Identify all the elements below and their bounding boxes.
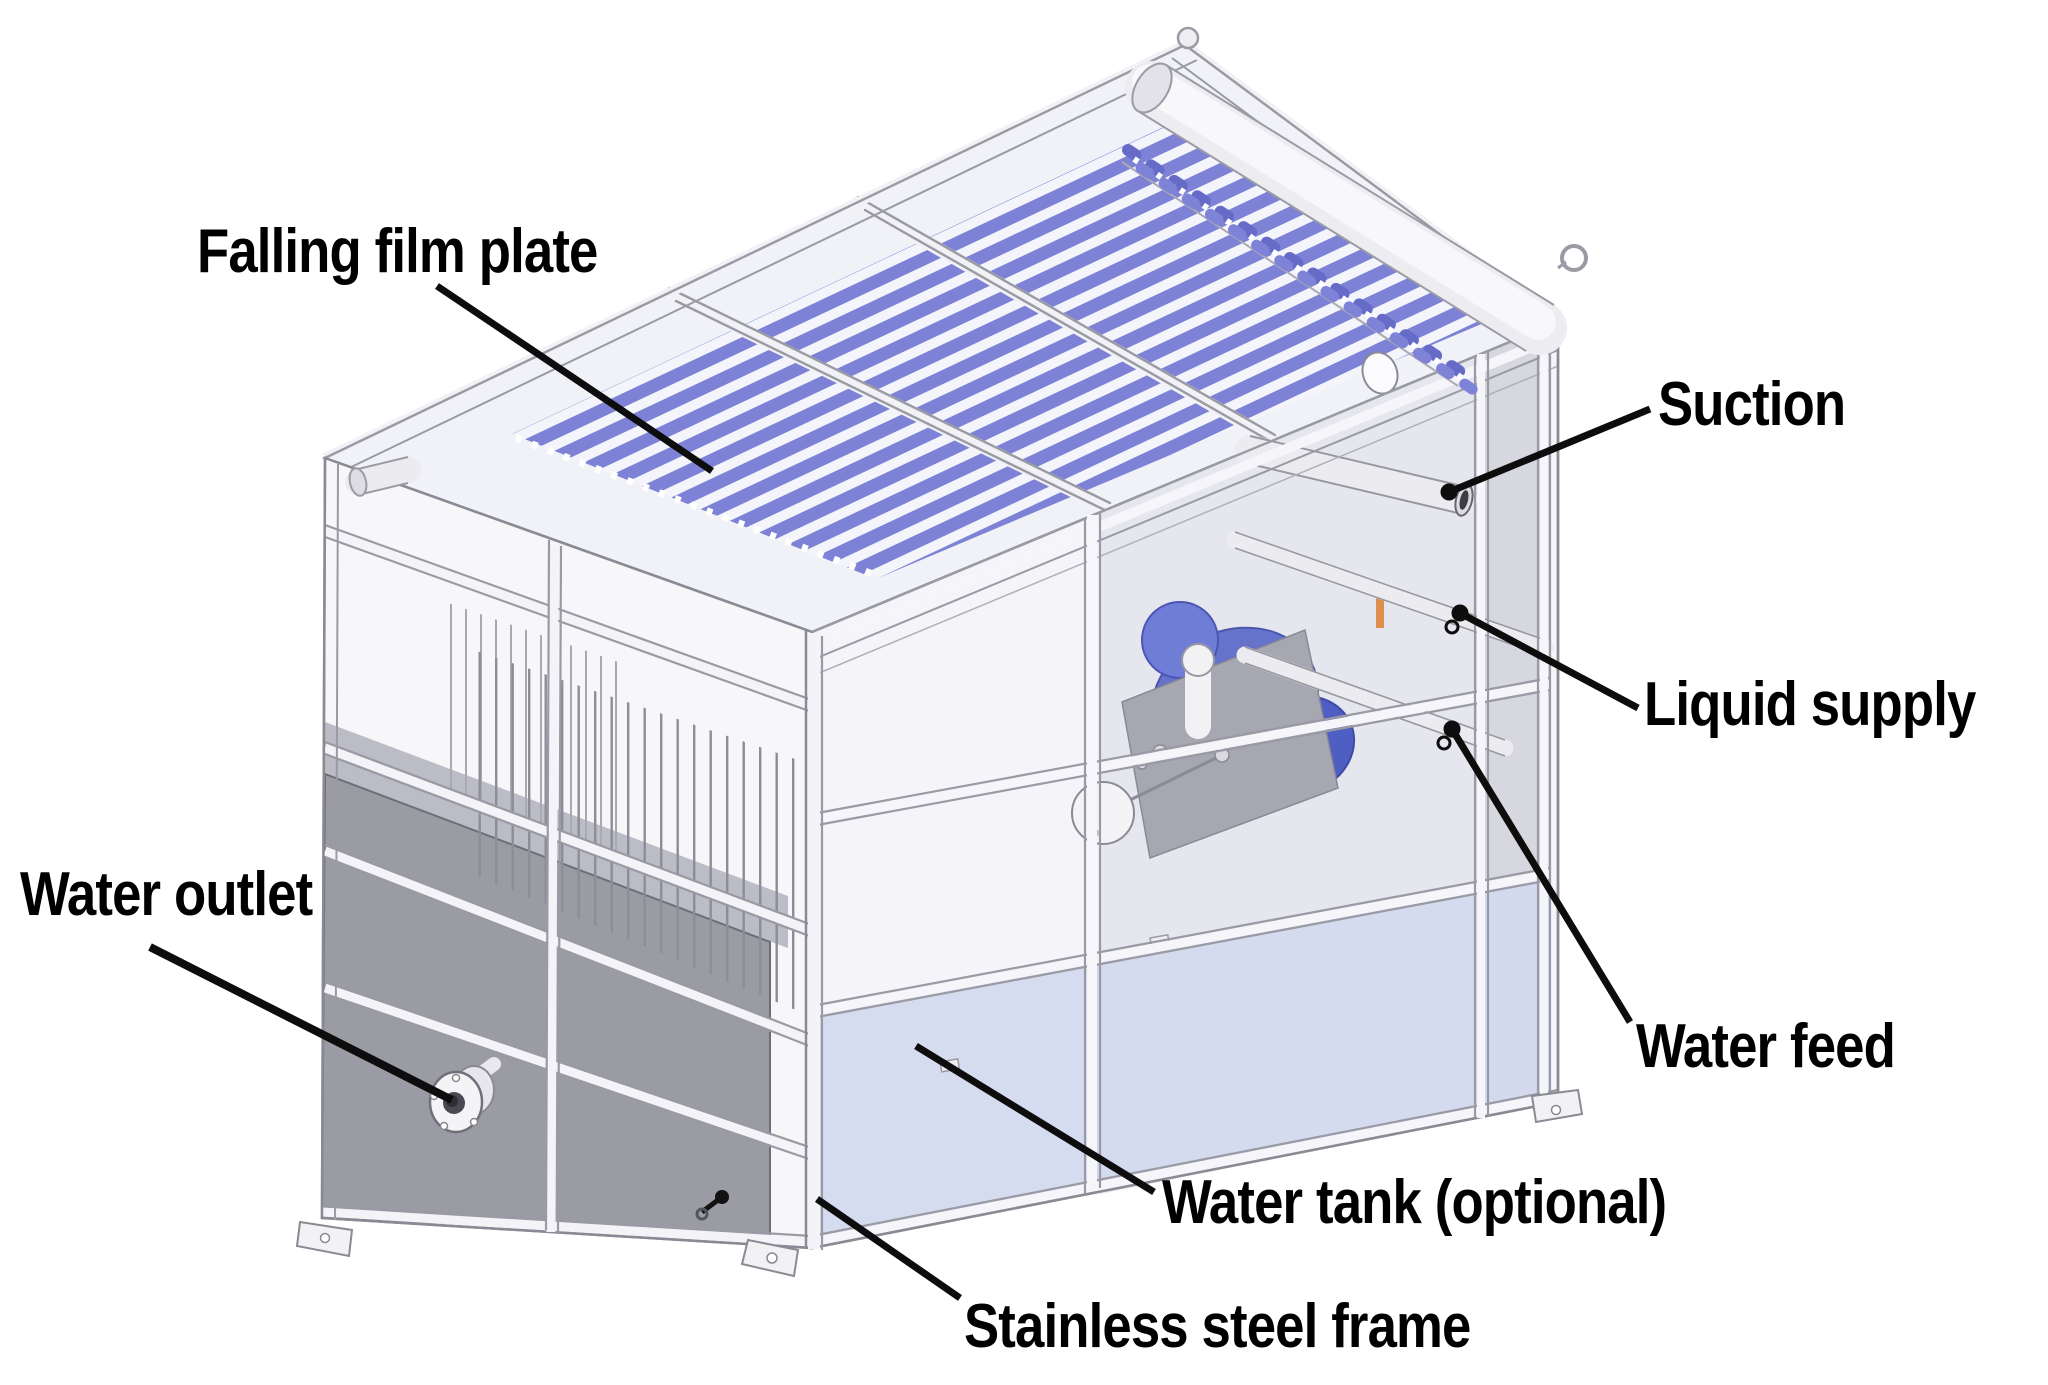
right-face-rails bbox=[810, 320, 1560, 1250]
leader-water-tank bbox=[914, 1043, 1156, 1195]
leader-lines bbox=[148, 283, 1652, 1301]
label-liquid-supply: Liquid supply bbox=[1644, 670, 1976, 739]
water-outlet-flange bbox=[428, 1057, 501, 1134]
label-water-outlet: Water outlet bbox=[20, 860, 313, 929]
lifting-lugs bbox=[345, 26, 1588, 497]
spray-manifold bbox=[1125, 61, 1567, 355]
label-suction: Suction bbox=[1658, 370, 1846, 439]
left-face-columns bbox=[320, 457, 563, 1235]
top-face bbox=[321, 40, 1561, 634]
top-cross-rails bbox=[662, 195, 1284, 518]
label-water-feed: Water feed bbox=[1636, 1012, 1896, 1081]
frame-feet bbox=[295, 1088, 1584, 1278]
leader-water-outlet bbox=[148, 943, 454, 1104]
left-face bbox=[320, 456, 814, 1250]
drain-valve bbox=[695, 1190, 729, 1221]
right-face bbox=[810, 320, 1560, 1250]
front-corner-column bbox=[804, 630, 824, 1250]
leader-suction bbox=[1447, 405, 1652, 496]
leader-falling-film-plate bbox=[435, 283, 714, 474]
leader-liquid-supply bbox=[1458, 609, 1640, 712]
label-falling-film-plate: Falling film plate bbox=[197, 217, 598, 286]
leader-water-feed bbox=[1449, 727, 1633, 1024]
left-face-rails bbox=[321, 523, 814, 1250]
label-water-tank: Water tank (optional) bbox=[1162, 1168, 1667, 1237]
label-stainless-steel-frame: Stainless steel frame bbox=[964, 1292, 1471, 1361]
falling-film-plates bbox=[512, 101, 1510, 580]
spray-nozzles bbox=[1121, 144, 1481, 397]
leader-stainless-frame bbox=[815, 1196, 962, 1301]
